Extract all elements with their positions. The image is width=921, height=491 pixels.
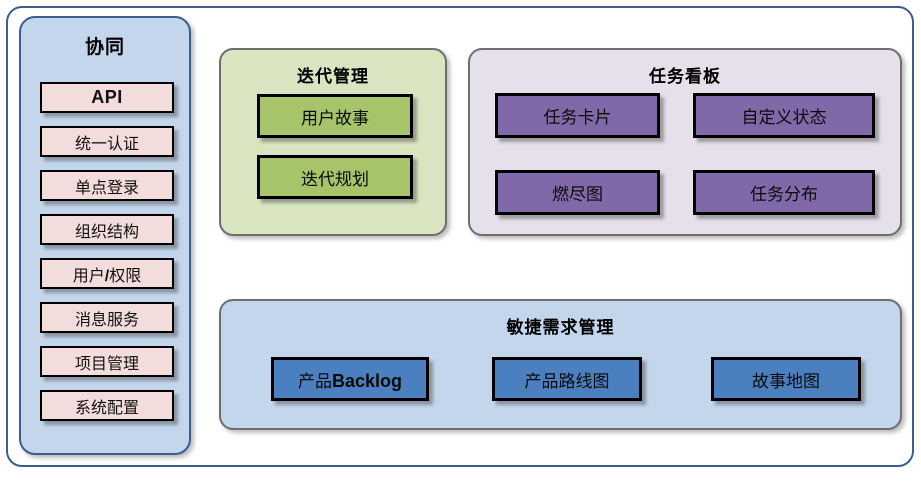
node-label: 用户故事 bbox=[301, 108, 369, 128]
group-iteration-management[interactable]: 迭代管理 用户故事 迭代规划 bbox=[219, 48, 447, 236]
sidebar-item-list: API 统一认证 单点登录 组织结构 用户/权限 消息服务 项目管理 系统配置 bbox=[40, 82, 174, 434]
node-label: 燃尽图 bbox=[552, 185, 603, 204]
node-label: 迭代规划 bbox=[301, 169, 369, 189]
node-custom-status[interactable]: 自定义状态 bbox=[693, 93, 875, 138]
node-product-roadmap[interactable]: 产品路线图 bbox=[492, 357, 642, 401]
sidebar-item-label: API bbox=[91, 87, 123, 107]
node-label: 故事地图 bbox=[752, 371, 820, 391]
group-title: 任务看板 bbox=[649, 67, 721, 86]
sidebar-item-api[interactable]: API bbox=[40, 82, 174, 113]
node-label: 产品路线图 bbox=[524, 371, 610, 391]
sidebar-title: 协同 bbox=[84, 37, 125, 58]
sidebar-item-label: 组织结构 bbox=[74, 223, 139, 241]
sidebar-item-label: 用户/权限 bbox=[72, 267, 142, 285]
group-agile-requirement-management[interactable]: 敏捷需求管理 产品Backlog 产品路线图 故事地图 bbox=[219, 299, 902, 430]
group-title: 迭代管理 bbox=[297, 67, 369, 86]
sidebar-item-label: 项目管理 bbox=[74, 355, 139, 373]
sidebar-item-label: 消息服务 bbox=[74, 311, 139, 329]
node-iteration-planning[interactable]: 迭代规划 bbox=[257, 155, 413, 199]
node-label: 自定义状态 bbox=[741, 108, 827, 127]
sidebar-item-org-structure[interactable]: 组织结构 bbox=[40, 214, 174, 245]
node-label: 任务分布 bbox=[750, 185, 818, 204]
node-label: 任务卡片 bbox=[543, 108, 612, 127]
node-label: 产品Backlog bbox=[297, 370, 403, 391]
sidebar-item-label: 统一认证 bbox=[74, 135, 139, 153]
sidebar-collaboration-platform[interactable]: 协同 API 统一认证 单点登录 组织结构 用户/权限 消息服务 项目管理 bbox=[19, 16, 191, 455]
sidebar-item-message-service[interactable]: 消息服务 bbox=[40, 302, 174, 333]
group-task-board[interactable]: 任务看板 任务卡片 自定义状态 燃尽图 任务分布 bbox=[468, 48, 902, 236]
node-story-map[interactable]: 故事地图 bbox=[711, 357, 861, 401]
group-title: 敏捷需求管理 bbox=[506, 318, 615, 337]
sidebar-item-unified-auth[interactable]: 统一认证 bbox=[40, 126, 174, 157]
sidebar-item-single-sign-on[interactable]: 单点登录 bbox=[40, 170, 174, 201]
sidebar-item-project-management[interactable]: 项目管理 bbox=[40, 346, 174, 377]
node-user-story[interactable]: 用户故事 bbox=[257, 94, 413, 138]
node-product-backlog[interactable]: 产品Backlog bbox=[271, 357, 429, 401]
node-task-card[interactable]: 任务卡片 bbox=[495, 93, 660, 138]
sidebar-item-label: 单点登录 bbox=[74, 179, 139, 197]
node-burndown-chart[interactable]: 燃尽图 bbox=[495, 170, 660, 215]
sidebar-item-user-permission[interactable]: 用户/权限 bbox=[40, 258, 174, 289]
node-task-distribution[interactable]: 任务分布 bbox=[693, 170, 875, 215]
sidebar-item-system-config[interactable]: 系统配置 bbox=[40, 390, 174, 421]
sidebar-item-label: 系统配置 bbox=[74, 399, 139, 417]
